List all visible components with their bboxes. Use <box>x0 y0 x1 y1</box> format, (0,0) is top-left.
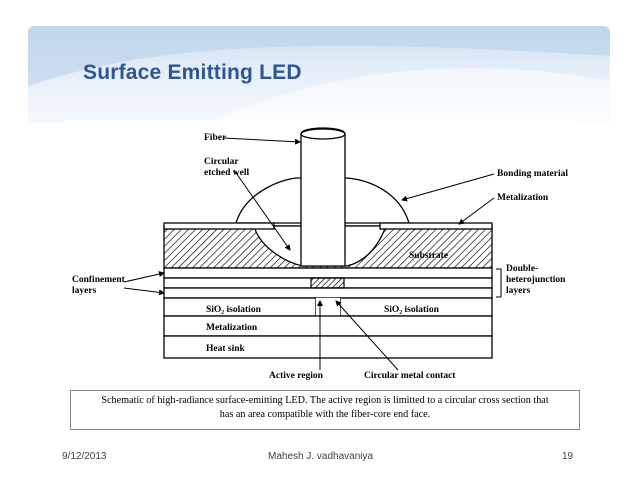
caption-line-1: Schematic of high-radiance surface-emitt… <box>101 395 549 406</box>
active-region <box>310 277 345 289</box>
slide-title: Surface Emitting LED <box>83 61 302 84</box>
label-sio2-left: SiO₂ isolation <box>206 305 262 315</box>
label-layers-left: layers <box>72 286 97 296</box>
led-diagram: Fiber Circular etched well Bonding mater… <box>64 120 578 392</box>
label-circular-metal-contact: Circular metal contact <box>364 371 456 381</box>
banner-swoosh <box>28 26 610 123</box>
label-layers-right: layers <box>506 286 531 296</box>
label-fiber: Fiber <box>204 133 227 143</box>
label-sio2-right: SiO₂ isolation <box>384 305 440 315</box>
label-circular: Circular <box>204 157 239 167</box>
heat-sink <box>163 335 493 359</box>
label-active-region: Active region <box>269 371 324 381</box>
heterojunction-layer-3 <box>163 287 493 299</box>
top-metalization-right <box>379 222 493 230</box>
caption-line-2: has an area compatible with the fiber-co… <box>219 409 431 420</box>
label-bonding-material: Bonding material <box>497 169 568 179</box>
figure-caption: Schematic of high-radiance surface-emitt… <box>70 390 580 430</box>
led-schematic: Fiber Circular etched well Bonding mater… <box>72 127 568 381</box>
fiber <box>300 127 346 267</box>
top-metalization-left <box>163 222 275 230</box>
label-confinement: Confinement <box>72 275 126 285</box>
label-metalization-bottom: Metalization <box>206 323 258 333</box>
label-etched-well: etched well <box>204 168 249 178</box>
header-banner <box>28 26 610 123</box>
footer-date: 9/12/2013 <box>62 451 107 462</box>
footer-author: Mahesh J. vadhavaniya <box>268 451 374 462</box>
heterojunction-layer-1 <box>163 267 493 279</box>
label-substrate: Substrate <box>409 251 448 261</box>
label-heat-sink: Heat sink <box>206 344 246 354</box>
label-double: Double- <box>506 264 538 274</box>
footer-page-number: 19 <box>562 451 574 462</box>
label-heterojunction: heterojunction <box>506 275 566 285</box>
label-metalization-top: Metalization <box>497 193 549 203</box>
